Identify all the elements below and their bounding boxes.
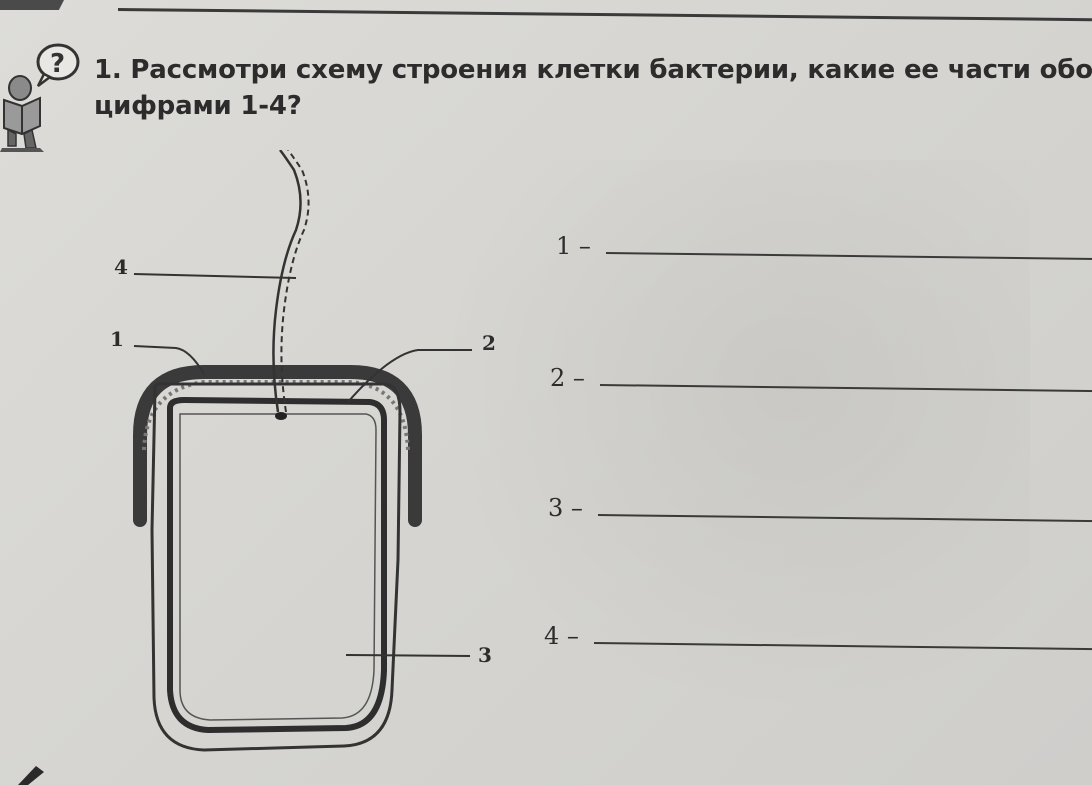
corner-decoration [0, 0, 64, 10]
cell-membrane [170, 400, 384, 730]
bacteria-cell-diagram: 4 1 2 3 [100, 150, 520, 785]
answer-blank-1[interactable] [606, 252, 1092, 260]
answer-row-2: 2 – [550, 364, 1092, 398]
pencil-icon [14, 762, 48, 785]
leader-line-4 [134, 274, 296, 278]
task-question: 1. Рассмотри схему строения клетки бакте… [94, 52, 1092, 124]
answer-blank-4[interactable] [594, 642, 1092, 650]
answer-row-3: 3 – [548, 494, 1092, 528]
diagram-label-4: 4 [114, 255, 128, 279]
answer-row-1: 1 – [556, 232, 1092, 266]
basal-body [275, 412, 287, 420]
answer-label-1: 1 – [556, 232, 591, 260]
cell-wall [152, 384, 400, 750]
diagram-label-2: 2 [482, 331, 496, 355]
leader-line-3 [346, 655, 470, 656]
cell-capsule [140, 372, 415, 520]
task-line-1: 1. Рассмотри схему строения клетки бакте… [94, 55, 1092, 85]
top-rule [118, 8, 1092, 21]
answer-label-4: 4 – [544, 622, 579, 650]
answer-blank-2[interactable] [600, 384, 1092, 392]
cytoplasm-edge [180, 414, 376, 720]
task-line-2: цифрами 1-4? [94, 88, 1092, 124]
answer-label-2: 2 – [550, 364, 585, 392]
answer-row-4: 4 – [544, 622, 1092, 656]
answer-blank-3[interactable] [598, 514, 1092, 522]
svg-text:?: ? [50, 49, 65, 79]
diagram-label-1: 1 [110, 327, 124, 351]
answer-label-3: 3 – [548, 494, 583, 522]
question-reader-icon: ? [0, 42, 92, 154]
diagram-label-3: 3 [478, 643, 492, 667]
